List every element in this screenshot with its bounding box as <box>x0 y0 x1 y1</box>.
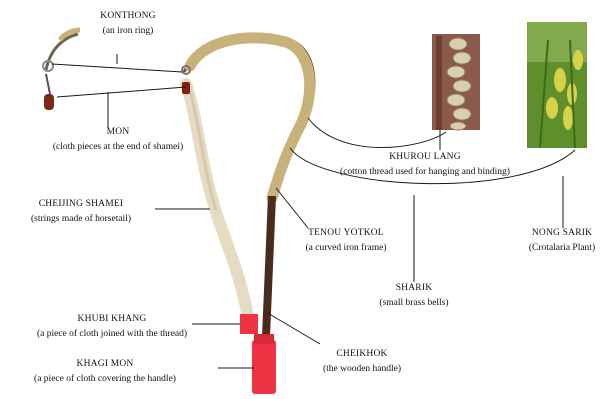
label-cheikhok: CHEIKHOK (the wooden handle) <box>306 350 418 375</box>
sharik-desc: (small brass bells) <box>364 299 464 309</box>
tenou-yotkol-name: TENOU YOTKOL <box>286 229 406 239</box>
nong-sarik-inset-image <box>527 22 587 148</box>
cheikhok-desc: (the wooden handle) <box>306 365 418 375</box>
tenou-yotkol-desc: (a curved iron frame) <box>286 244 406 254</box>
label-sharik: SHARIK (small brass bells) <box>364 284 464 309</box>
cheikhok-name: CHEIKHOK <box>306 350 418 360</box>
khagi-mon-desc: (a piece of cloth covering the handle) <box>0 375 210 385</box>
khubi-khang-name: KHUBI KHANG <box>8 315 216 325</box>
label-nong-sarik: NONG SARIK (Crotalaria Plant) <box>516 229 608 254</box>
label-khagi-mon: KHAGI MON (a piece of cloth covering the… <box>0 360 210 385</box>
nong-sarik-name: NONG SARIK <box>516 229 608 239</box>
mon-desc: (cloth pieces at the end of shamei) <box>18 143 218 153</box>
mon-name: MON <box>18 128 218 138</box>
leader-cheikhok <box>266 312 320 344</box>
leader-tenou-yotkol <box>276 188 308 228</box>
leader-khurou-lang <box>308 118 446 148</box>
khurou-lang-inset-image <box>432 34 480 130</box>
khagi-mon-name: KHAGI MON <box>0 360 210 370</box>
label-konthong: KONTHONG (an iron ring) <box>88 12 168 37</box>
label-khurou-lang: KHUROU LANG (cotton thread used for hang… <box>312 153 538 178</box>
cheijing-shamei-desc: (strings made of horsetail) <box>6 215 156 225</box>
nong-sarik-desc: (Crotalaria Plant) <box>516 244 608 254</box>
wooden-handle <box>262 196 276 336</box>
konthong-desc: (an iron ring) <box>88 27 168 37</box>
sharik-name: SHARIK <box>364 284 464 294</box>
khubi-khang-cloth <box>240 314 258 334</box>
label-khubi-khang: KHUBI KHANG (a piece of cloth joined wit… <box>8 315 216 340</box>
khagi-mon-cloth <box>252 340 276 394</box>
label-tenou-yotkol: TENOU YOTKOL (a curved iron frame) <box>286 229 406 254</box>
mon-cloth-piece <box>182 82 190 94</box>
label-cheijing-shamei: CHEIJING SHAMEI (strings made of horseta… <box>6 200 156 225</box>
khurou-lang-name: KHUROU LANG <box>312 153 538 163</box>
khurou-lang-desc: (cotton thread used for hanging and bind… <box>312 168 538 178</box>
label-mon: MON (cloth pieces at the end of shamei) <box>18 128 218 153</box>
leader-mon <box>57 87 186 97</box>
khubi-khang-desc: (a piece of cloth joined with the thread… <box>8 330 216 340</box>
konthong-inset-image <box>43 30 80 110</box>
konthong-name: KONTHONG <box>88 12 168 22</box>
cheijing-shamei-name: CHEIJING SHAMEI <box>6 200 156 210</box>
